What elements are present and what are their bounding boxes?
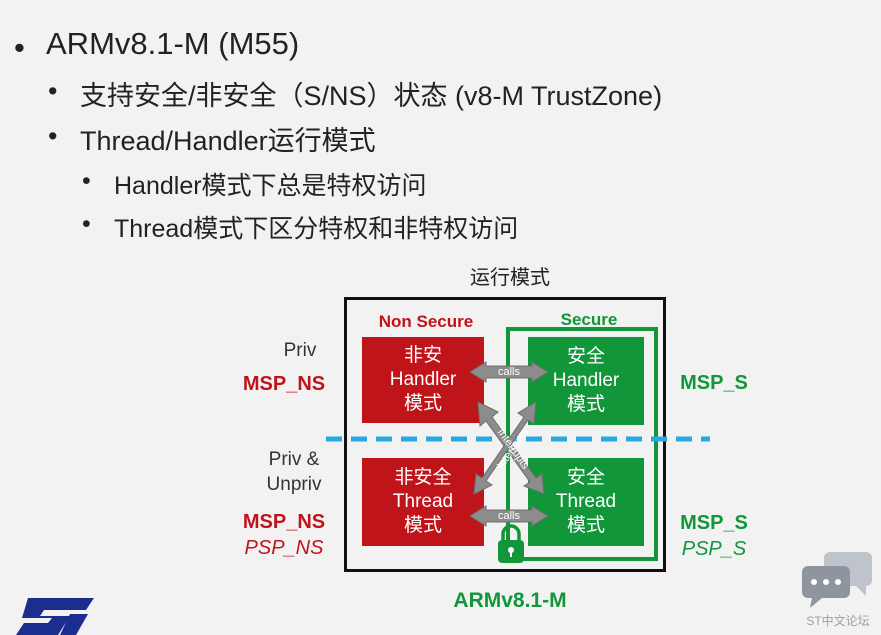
interrupts-arrow-a	[477, 401, 545, 495]
calls-label-top: calls	[497, 366, 520, 378]
outer-frame	[344, 297, 666, 572]
bullet-dot: •	[48, 121, 58, 151]
diagram-title: 运行模式	[470, 267, 550, 289]
s-handler-line3: 模式	[566, 394, 605, 415]
lock-icon	[498, 524, 524, 563]
st-logo-icon	[16, 598, 94, 635]
ns-thread-line1: 非安全	[394, 467, 452, 488]
secure-label: Secure	[560, 310, 618, 329]
ns-handler-line1: 非安	[403, 345, 442, 366]
s-handler-line1: 安全	[566, 346, 605, 367]
calls-label-bottom: calls	[497, 510, 520, 522]
watermark-text: ST中文论坛	[806, 614, 870, 628]
psp-s: PSP_S	[681, 538, 747, 560]
msp-ns-top: MSP_NS	[242, 373, 326, 395]
ns-thread-box: 非安全 Thread 模式	[362, 458, 484, 546]
s-handler-line2: Handler	[552, 370, 620, 391]
s-thread-box: 安全 Thread 模式	[528, 458, 644, 546]
msp-s-top: MSP_S	[680, 372, 748, 394]
priv-label: Priv	[283, 340, 317, 361]
msp-s-bottom: MSP_S	[680, 512, 748, 534]
bullet-thread-priv: Thread模式下区分特权和非特权访问	[114, 215, 519, 243]
s-handler-box: 安全 Handler 模式	[528, 337, 644, 425]
s-thread-line2: Thread	[555, 491, 617, 512]
bullet-thread-handler: Thread/Handler运行模式	[80, 126, 376, 156]
calls-arrow-top	[469, 361, 549, 383]
msp-ns-bottom: MSP_NS	[242, 511, 326, 533]
ns-handler-line3: 模式	[403, 393, 442, 414]
interrupts-arrow-b	[473, 401, 537, 495]
ns-thread-line2: Thread	[392, 491, 454, 512]
bullet-trustzone: 支持安全/非安全（S/NS）状态 (v8-M TrustZone)	[80, 81, 663, 111]
ns-thread-line3: 模式	[403, 515, 442, 536]
ns-handler-line2: Handler	[389, 369, 457, 390]
non-secure-label: Non Secure	[378, 312, 474, 331]
s-thread-line3: 模式	[566, 515, 605, 536]
bullet-dot: •	[48, 76, 58, 106]
psp-ns: PSP_NS	[244, 537, 324, 559]
priv-unpriv-line1: Priv &	[268, 449, 320, 470]
bullet-dot: •	[82, 167, 91, 195]
diagram-caption: ARMv8.1-M	[453, 589, 567, 612]
s-thread-line1: 安全	[566, 467, 605, 488]
bullet-dot: •	[82, 210, 91, 238]
calls-arrow-bottom	[469, 505, 549, 527]
bullet-handler-priv: Handler模式下总是特权访问	[114, 172, 427, 200]
bullet-dot: •	[14, 30, 25, 65]
ns-handler-box: 非安 Handler 模式	[362, 337, 484, 423]
priv-unpriv-line2: Unpriv	[266, 474, 322, 495]
chat-bubble-icon	[802, 552, 872, 608]
bullet-armv81m: ARMv8.1-M (M55)	[46, 26, 300, 61]
